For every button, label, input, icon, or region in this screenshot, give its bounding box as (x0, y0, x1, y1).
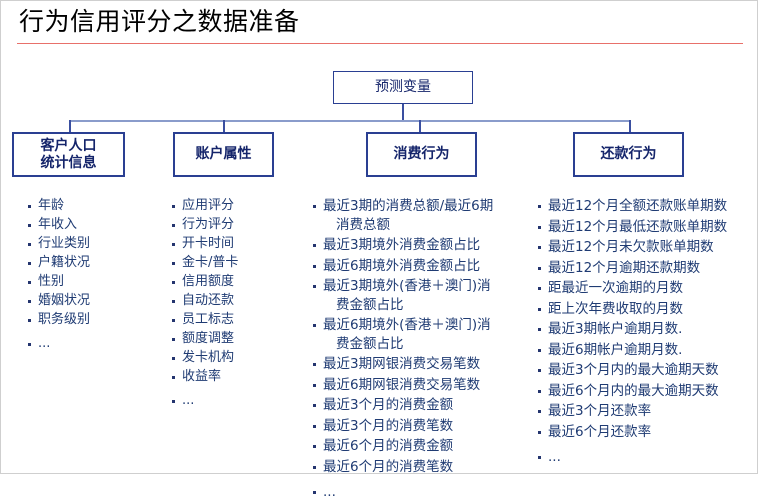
list-item: 最近3个月还款率 (537, 402, 752, 422)
list-item: 年收入 (27, 216, 162, 234)
list-item: 员工标志 (171, 311, 306, 329)
category-box-account-attributes[interactable]: 账户属性 (173, 132, 274, 177)
list-item: 最近6期境外消费金额占比 (312, 257, 527, 277)
bullet-list-customer-demographics: 年龄 年收入 行业类别 户籍状况 性别 婚姻状况 职务级别 ... (27, 197, 162, 354)
category-box-repayment-behavior[interactable]: 还款行为 (573, 132, 684, 177)
list-item: 距最近一次逾期的月数 (537, 279, 752, 299)
list-item: 行为评分 (171, 216, 306, 234)
list-item: ... (171, 392, 306, 410)
title-underline-rule (17, 43, 743, 44)
list-item: 最近3期帐户逾期月数. (537, 320, 752, 340)
list-item: 户籍状况 (27, 254, 162, 272)
list-item: 最近3期境外消费金额占比 (312, 236, 527, 256)
category-label: 账户属性 (195, 146, 252, 162)
list-item-continuation: 费金额占比 (336, 296, 404, 313)
bullet-list-repayment-behavior: 最近12个月全额还款账单期数 最近12个月最低还款账单期数 最近12个月未欠款账… (537, 197, 752, 469)
list-item: ... (27, 335, 162, 353)
list-item: 婚姻状况 (27, 292, 162, 310)
list-item: 距上次年费收取的月数 (537, 300, 752, 320)
category-box-spending-behavior[interactable]: 消费行为 (366, 132, 477, 177)
diagram-root-label: 预测变量 (375, 79, 431, 95)
list-item: 最近6个月的消费金额 (312, 437, 527, 457)
list-item: 自动还款 (171, 292, 306, 310)
list-item: 最近3个月的消费金额 (312, 396, 527, 416)
page-title: 行为信用评分之数据准备 (19, 7, 300, 36)
connector-root-vertical (402, 104, 404, 121)
list-item: 职务级别 (27, 311, 162, 329)
list-item: 最近6期网银消费交易笔数 (312, 376, 527, 396)
connector-horizontal-bus-left (69, 120, 403, 122)
list-item: 行业类别 (27, 235, 162, 253)
connector-drop-category-1 (69, 120, 71, 132)
list-item: 额度调整 (171, 330, 306, 348)
list-item: 最近3个月内的最大逾期天数 (537, 361, 752, 381)
bullet-list-spending-behavior: 最近3期的消费总额/最近6期 消费总额 最近3期境外消费金额占比 最近6期境外消… (312, 197, 527, 504)
list-item: 最近3个月的消费笔数 (312, 417, 527, 437)
list-item: 最近6个月内的最大逾期天数 (537, 382, 752, 402)
category-label: 消费行为 (393, 146, 450, 162)
list-item: ... (312, 483, 527, 503)
connector-drop-category-4 (629, 120, 631, 132)
category-label: 客户人口 统计信息 (40, 137, 97, 171)
list-item-continuation: 费金额占比 (336, 335, 404, 352)
list-item-continuation: 消费总额 (336, 216, 390, 233)
list-item: 最近6个月还款率 (537, 423, 752, 443)
list-item: 信用额度 (171, 273, 306, 291)
connector-drop-category-2 (223, 120, 225, 132)
list-item: 最近6个月的消费笔数 (312, 458, 527, 478)
list-item: 最近3期网银消费交易笔数 (312, 355, 527, 375)
list-item: 应用评分 (171, 197, 306, 215)
category-box-customer-demographics[interactable]: 客户人口 统计信息 (12, 132, 125, 177)
list-item: 金卡/普卡 (171, 254, 306, 272)
list-item: 最近12个月全额还款账单期数 (537, 197, 752, 217)
list-item: 发卡机构 (171, 349, 306, 367)
list-item: 年龄 (27, 197, 162, 215)
list-item: 最近3期境外(香港＋澳门)消 (312, 277, 527, 297)
list-item: 最近6期帐户逾期月数. (537, 341, 752, 361)
connector-horizontal-bus-right (402, 120, 630, 122)
list-item: 开卡时间 (171, 235, 306, 253)
list-item: 最近6期境外(香港＋澳门)消 (312, 316, 527, 336)
list-item: 性别 (27, 273, 162, 291)
diagram-root-node[interactable]: 预测变量 (333, 71, 473, 104)
list-item: 收益率 (171, 368, 306, 386)
category-label: 还款行为 (600, 146, 657, 162)
list-item: ... (537, 448, 752, 468)
list-item: 最近12个月未欠款账单期数 (537, 238, 752, 258)
list-item: 最近12个月逾期还款期数 (537, 259, 752, 279)
bullet-list-account-attributes: 应用评分 行为评分 开卡时间 金卡/普卡 信用额度 自动还款 员工标志 额度调整… (171, 197, 306, 411)
list-item: 最近12个月最低还款账单期数 (537, 218, 752, 238)
connector-drop-category-3 (419, 120, 421, 132)
list-item: 最近3期的消费总额/最近6期 (312, 197, 527, 217)
